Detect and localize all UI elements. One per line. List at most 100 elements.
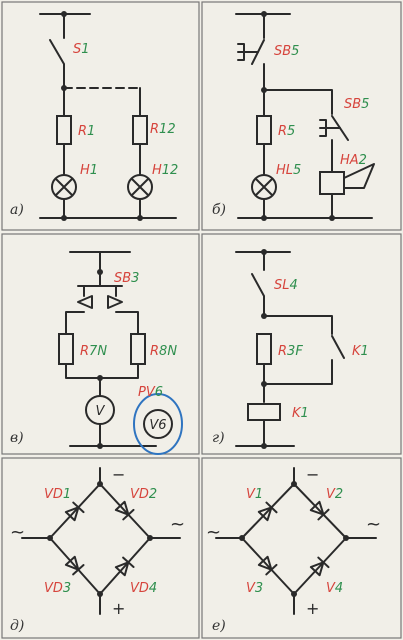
designator-number: 5 xyxy=(293,163,301,178)
designator-number: 1 xyxy=(63,487,71,502)
panel-g-label-sl4: SL4 xyxy=(274,278,298,293)
panel-g-frame xyxy=(201,233,402,455)
panel-a-label-r12: R12 xyxy=(150,122,176,137)
panel-e-minus: − xyxy=(306,465,319,484)
panel-e-ac-left: ~ xyxy=(206,522,221,543)
panel-b-label-sb5-right: SB5 xyxy=(344,97,369,112)
panel-v-label-r7n: R7N xyxy=(80,344,107,359)
panel-d-label-vd3: VD3 xyxy=(44,581,71,596)
panel-d-plus: + xyxy=(112,599,125,618)
designator-letter: H xyxy=(152,163,162,178)
panel-e-label-v4: V4 xyxy=(326,581,343,596)
panel-e-label-v2: V2 xyxy=(326,487,343,502)
designator-letter: VD xyxy=(130,581,149,596)
panel-e-label-v1: V1 xyxy=(246,487,263,502)
panel-d-caption: д) xyxy=(10,618,24,634)
designator-letter: V xyxy=(246,581,256,596)
panel-d-label-vd4: VD4 xyxy=(130,581,157,596)
panel-g-caption: г) xyxy=(212,430,225,446)
designator-letter: HL xyxy=(276,163,293,178)
panel-v-label-sb3: SB3 xyxy=(114,271,139,286)
designator-number: 4 xyxy=(290,278,298,293)
panel-v-circuit xyxy=(58,251,183,455)
v6-highlight-outline xyxy=(133,393,183,455)
designator-letter: R xyxy=(278,124,287,139)
panel-v-caption: в) xyxy=(10,430,24,446)
panel-e-plus: + xyxy=(306,599,319,618)
panel-g-circuit xyxy=(235,249,345,449)
designator-letter: V xyxy=(326,581,336,596)
panel-a-label-s1: S1 xyxy=(73,42,90,57)
designator-number: 1 xyxy=(90,163,98,178)
panel-e-label-v3: V3 xyxy=(246,581,263,596)
designator-letter: R xyxy=(78,124,87,139)
panel-b-label-r5: R5 xyxy=(278,124,295,139)
panel-d-ac-left: ~ xyxy=(10,522,25,543)
voltmeter-label: V xyxy=(96,404,106,419)
panel-e-ac-right: ~ xyxy=(366,514,381,535)
designator-letter: K xyxy=(292,406,302,421)
designator-letter: SB xyxy=(344,97,361,112)
panel-g-label-r3f: R3F xyxy=(278,344,303,359)
designator-letter: SL xyxy=(274,278,290,293)
designator-number: 2 xyxy=(149,487,157,502)
panel-b-circuit xyxy=(235,11,375,221)
panel-a-label-r1: R1 xyxy=(78,124,95,139)
designator-number: 12 xyxy=(162,163,179,178)
designator-number: 1 xyxy=(361,344,369,359)
designator-number: 6 xyxy=(155,385,163,400)
panel-a-label-h12: H12 xyxy=(152,163,178,178)
designator-letter: R xyxy=(150,122,159,137)
designator-letter: VD xyxy=(44,581,63,596)
panel-g-label-k1-contact: K1 xyxy=(352,344,369,359)
designator-number: 1 xyxy=(255,487,263,502)
panel-v-label-r8n: R8N xyxy=(150,344,177,359)
panel-b-label-ha2: HA2 xyxy=(340,153,367,168)
panel-d-label-vd1: VD1 xyxy=(44,487,71,502)
panel-b-label-hl5: HL5 xyxy=(276,163,301,178)
panel-d-label-vd2: VD2 xyxy=(130,487,157,502)
designator-letter: SB xyxy=(274,44,291,59)
designator-number: 5 xyxy=(361,97,369,112)
panel-e-caption: е) xyxy=(212,618,226,634)
designator-number: 1 xyxy=(87,124,95,139)
designator-letter: V xyxy=(326,487,336,502)
panel-d-bridge xyxy=(21,467,181,615)
designator-number: 3 xyxy=(131,271,139,286)
designator-letter: R xyxy=(150,344,159,359)
panel-v-frame xyxy=(1,233,200,455)
panel-b-frame xyxy=(201,1,402,231)
panel-e-frame xyxy=(201,457,402,639)
designator-number: 12 xyxy=(159,122,176,137)
panel-b-caption: б) xyxy=(212,202,226,218)
panel-a-frame xyxy=(1,1,200,231)
designator-letter: S xyxy=(73,42,81,57)
designator-letter: HA xyxy=(340,153,359,168)
designator-number: 1 xyxy=(301,406,309,421)
panel-a-caption: а) xyxy=(10,202,24,218)
panel-d-frame xyxy=(1,457,200,639)
designator-number: 3F xyxy=(287,344,303,359)
designator-number: 1 xyxy=(81,42,89,57)
designator-letter: VD xyxy=(44,487,63,502)
designator-number: 2 xyxy=(335,487,343,502)
designator-number: 4 xyxy=(335,581,343,596)
designator-number: 4 xyxy=(149,581,157,596)
designator-letter: K xyxy=(352,344,362,359)
panel-g-label-k1-coil: K1 xyxy=(292,406,309,421)
panel-e-bridge xyxy=(215,467,377,615)
panel-v-label-pv6: PV6 xyxy=(138,385,163,400)
designator-number: 5 xyxy=(287,124,295,139)
panel-d-minus: − xyxy=(112,465,125,484)
designator-number: 8N xyxy=(159,344,177,359)
designator-letter: SB xyxy=(114,271,131,286)
panel-d-ac-right: ~ xyxy=(170,514,185,535)
designator-number: 3 xyxy=(255,581,263,596)
panel-a-label-h1: H1 xyxy=(80,163,98,178)
designator-number: 5 xyxy=(291,44,299,59)
designator-number: 3 xyxy=(63,581,71,596)
designator-letter: H xyxy=(80,163,90,178)
voltmeter-v6-label: V6 xyxy=(149,418,166,433)
designator-number: 7N xyxy=(89,344,107,359)
designator-letter: VD xyxy=(130,487,149,502)
